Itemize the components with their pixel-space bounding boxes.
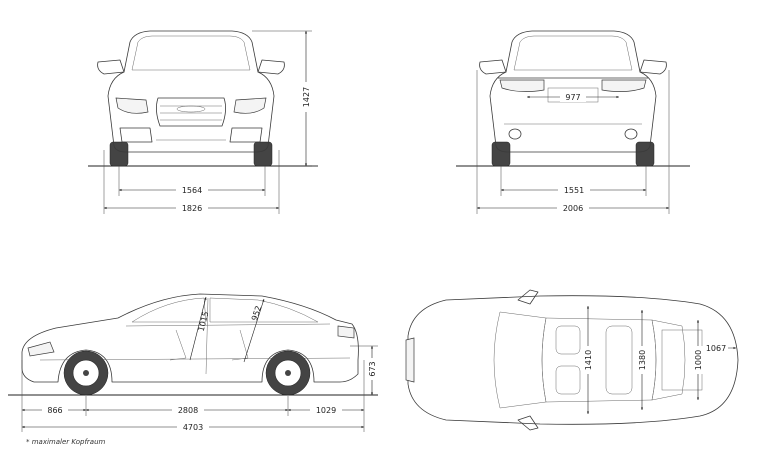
trunk-length-label: 1067 (706, 344, 726, 353)
footnote: * maximaler Kopfraum (26, 438, 106, 446)
front-overhang-label: 866 (47, 406, 62, 415)
side-view: 1015 952 673 866 2808 1029 4703 (8, 293, 378, 432)
front-track-label: 1564 (182, 186, 202, 195)
rear-track-label: 1551 (564, 186, 584, 195)
front-view: 1564 1826 1427 (88, 30, 318, 214)
trunk-opening-label: 977 (565, 93, 580, 102)
front-width-label: 1826 (182, 204, 202, 213)
sill-height-label: 673 (368, 361, 377, 376)
rear-view: 977 1551 2006 (456, 30, 690, 214)
height-label: 1427 (302, 87, 311, 107)
front-shoulder-width-label: 1410 (584, 350, 593, 370)
rear-overhang-label: 1029 (316, 406, 336, 415)
mirror-width-label: 2006 (563, 204, 583, 213)
rear-shoulder-width-label: 1380 (638, 350, 647, 370)
wheelbase-label: 2808 (178, 406, 198, 415)
top-view: 1410 1380 1000 1067 (405, 289, 739, 431)
length-label: 4703 (183, 423, 203, 432)
front-headroom-label: 1015 (197, 310, 211, 332)
trunk-width-label: 1000 (694, 350, 703, 370)
rear-headroom-label: 952 (250, 305, 263, 322)
